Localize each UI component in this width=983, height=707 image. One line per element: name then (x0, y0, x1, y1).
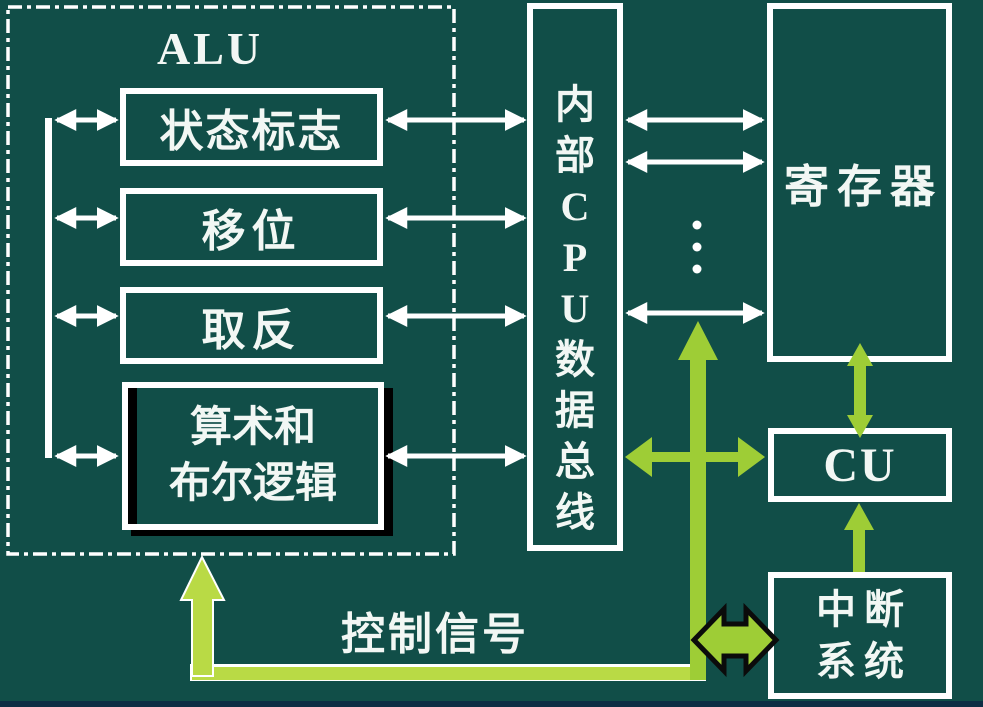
control-arrow-to-alu (179, 554, 226, 677)
bus-char: 数 (555, 337, 595, 382)
control-signal-line (192, 667, 706, 680)
bus-char: 线 (555, 490, 595, 535)
bottom-edge-strip (0, 701, 983, 707)
control-main-vertical-arrow (678, 321, 718, 680)
alu-unit-box-status-flags: 状态标志 (120, 88, 383, 166)
interrupt-system-box: 中断 系统 (768, 572, 952, 699)
interrupt-line2: 系统 (816, 638, 912, 684)
negate-label: 取反 (201, 305, 302, 355)
alu-unit-box-shift: 移位 (120, 188, 383, 266)
interrupt-line1: 中断 (816, 586, 912, 632)
bus-char: 内 (555, 82, 595, 127)
alu-title: ALU (157, 23, 264, 74)
arith-bool-line2: 布尔逻辑 (168, 461, 337, 507)
cu-label: CU (823, 438, 897, 492)
control-signal-line-outline (190, 664, 706, 681)
control-signal-label: 控制信号 (341, 610, 529, 659)
registers-box: 寄存器 (767, 3, 952, 362)
interrupt-cu-arrow (844, 503, 874, 572)
registers-label: 寄存器 (783, 162, 943, 212)
bus-char: C (560, 184, 590, 229)
alu-unit-box-negate: 取反 (120, 287, 383, 364)
vertical-ellipsis-icon (692, 220, 702, 274)
shift-label: 移位 (201, 207, 302, 256)
internal-cpu-data-bus-box: 内 部 C P U 数 据 总 线 (527, 3, 623, 551)
cu-box: CU (768, 428, 952, 502)
bus-char: 据 (555, 388, 595, 433)
bus-char: 部 (555, 133, 595, 178)
alu-unit-box-arith-bool-logic: 算术和 布尔逻辑 (122, 382, 384, 530)
arith-bool-line1: 算术和 (189, 405, 316, 451)
status-flags-label: 状态标志 (159, 107, 344, 156)
control-bus-cu-arrow (625, 437, 765, 477)
interrupt-control-arrow (690, 602, 780, 678)
bus-char: P (562, 235, 588, 280)
bus-char: 总 (555, 439, 595, 484)
bus-char: U (560, 286, 590, 331)
